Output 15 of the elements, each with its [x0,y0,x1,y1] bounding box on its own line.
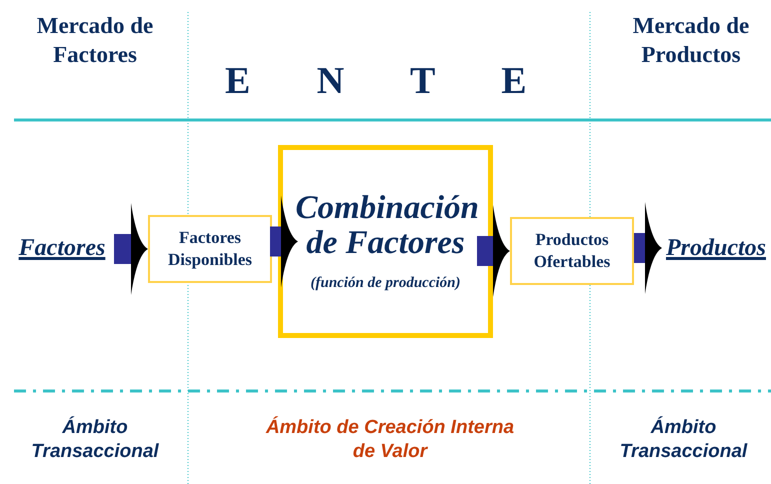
box-text: Factores Disponibles [166,226,254,271]
box-title: Combinación de Factores [296,191,476,261]
term-label: Productos [666,234,766,262]
column-heading: Mercado de Factores [36,12,154,69]
scope-label: Ámbito Transaccional [618,416,748,464]
box-text: Productos Ofertables [532,228,612,273]
process-box [278,145,493,338]
process-box [510,217,634,285]
column-heading: Mercado de Productos [632,12,750,69]
process-box [148,215,272,283]
scope-label: Ámbito de Creación Interna de Valor [264,416,516,464]
scope-label: Ámbito Transaccional [30,416,160,464]
term-label: Factores [18,234,106,262]
column-heading: E N T E [224,59,556,104]
box-note: (función de producción) [310,274,460,292]
